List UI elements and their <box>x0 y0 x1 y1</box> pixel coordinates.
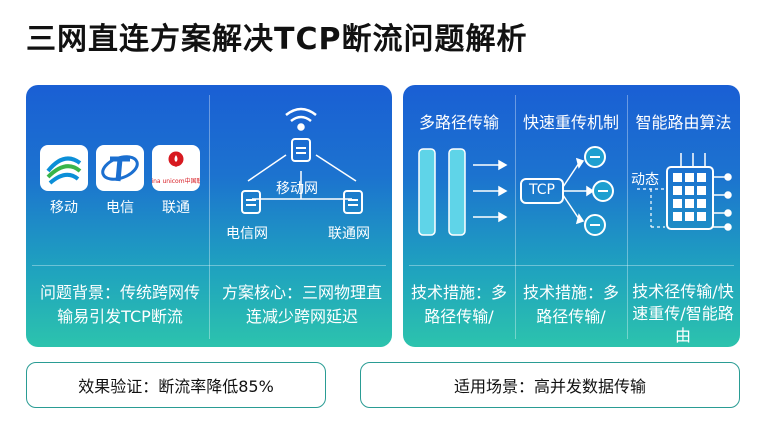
logo-label-mobile: 移动 <box>50 200 78 216</box>
fast-retransmit-icon <box>520 146 614 236</box>
column-divider <box>627 95 628 339</box>
right-card: 多路径传输 快速重传机制 智能路由算法 TCP <box>403 85 740 347</box>
tcp-node-label: TCP <box>529 182 555 198</box>
heading-multipath: 多路径传输 <box>418 113 499 132</box>
multipath-icon <box>418 148 508 236</box>
wifi-icon <box>285 107 317 131</box>
measure-text-3: 技术径传输/快速重传/智能路由 <box>632 282 734 345</box>
column-divider <box>515 95 516 339</box>
china-mobile-logo <box>40 145 88 191</box>
logo-label-unicom: 联通 <box>162 200 190 216</box>
solution-core-text: 方案核心：三网物理直连减少跨网延迟 <box>221 283 382 326</box>
logo-label-telecom: 电信 <box>106 200 134 216</box>
node-telecom-network: 电信网 <box>226 226 268 242</box>
dynamic-label: 动态 <box>631 172 659 188</box>
measure-text-2: 技术措施：多路径传输/ <box>522 283 619 326</box>
china-unicom-logo: China unicom中国联通 <box>143 145 209 191</box>
page-title: 三网直连方案解决TCP断流问题解析 <box>26 22 528 57</box>
scenario-pill: 适用场景：高并发数据传输 <box>360 362 740 408</box>
row-divider <box>409 265 734 266</box>
network-diagram <box>241 107 363 214</box>
heading-fast-retransmit: 快速重传机制 <box>522 113 619 132</box>
heading-smart-routing: 智能路由算法 <box>635 113 732 132</box>
verification-pill: 效果验证：断流率降低85% <box>26 362 326 408</box>
unicom-logo-text: China unicom中国联通 <box>152 177 200 185</box>
smart-routing-icon <box>637 153 732 231</box>
left-card: China unicom中国联通 移动 电信 联通 移动网 电信网 联通网 问题… <box>26 85 392 347</box>
node-mobile-network: 移动网 <box>276 181 318 197</box>
china-telecom-logo <box>96 145 144 191</box>
problem-background-text: 问题背景：传统跨网传输易引发TCP断流 <box>39 283 200 326</box>
row-divider <box>32 265 386 266</box>
node-unicom-network: 联通网 <box>328 226 370 242</box>
measure-text-1: 技术措施：多路径传输/ <box>410 283 507 326</box>
column-divider <box>209 95 210 339</box>
